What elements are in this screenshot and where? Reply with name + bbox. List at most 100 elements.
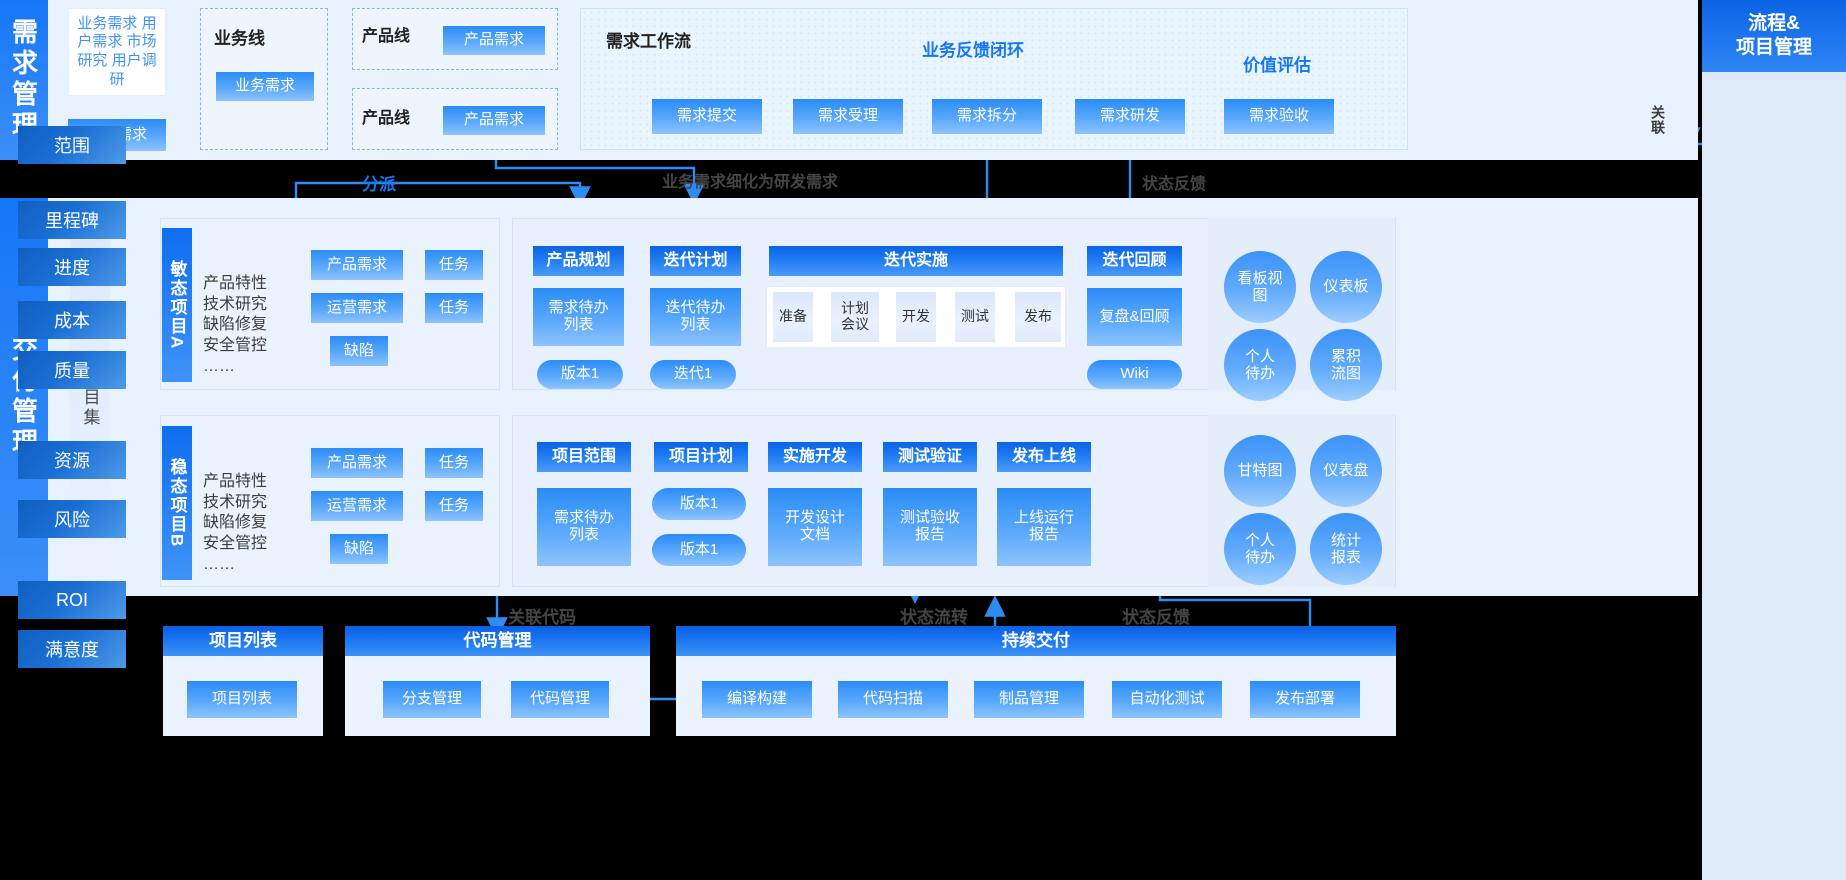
agile-artifact-1[interactable]: 需求待办列表 [533,288,624,346]
agile-pill-iteration[interactable]: 迭代1 [650,360,736,389]
agile-pill-version[interactable]: 版本1 [537,360,623,389]
agile-artifact-3[interactable]: 复盘&回顾 [1087,288,1182,346]
stable-stage-1[interactable]: 项目范围 [537,442,631,472]
agile-source-2[interactable]: 运营需求 [311,293,403,323]
cicd-step-4[interactable]: 自动化测试 [1112,681,1222,718]
sidebar-title: 流程& 项目管理 [1702,0,1846,72]
agile-task-2-label: 任务 [438,298,469,316]
agile-circle-4[interactable]: 累积流图 [1310,329,1382,401]
agile-circle-1[interactable]: 看板视图 [1224,251,1296,323]
agile-stage-3-label: 迭代实施 [883,252,948,270]
stable-artifact-2[interactable]: 开发设计文档 [768,488,862,566]
stable-stage-3[interactable]: 实施开发 [768,442,862,472]
link-code-label: 关联代码 [508,608,576,627]
stable-task-1-label: 任务 [438,453,469,471]
sidebar-item-resource[interactable]: 资源 [18,441,126,479]
agile-source-1[interactable]: 产品需求 [311,250,403,280]
stable-stage-4[interactable]: 测试验证 [883,442,977,472]
stable-circle-1-label: 甘特图 [1237,462,1283,480]
requirement-rail-label: 需求管理 [8,18,39,142]
agile-circle-3[interactable]: 个人待办 [1224,329,1296,401]
stable-artifact-3[interactable]: 测试验收报告 [883,488,977,566]
agile-stage-2[interactable]: 迭代计划 [650,246,741,276]
stable-defect[interactable]: 缺陷 [330,534,388,564]
product-demand-chip-1[interactable]: 产品需求 [443,26,545,55]
business-demand-chip[interactable]: 业务需求 [216,72,314,101]
agile-stage-1-label: 产品规划 [546,252,611,270]
sidebar-item-cost[interactable]: 成本 [18,301,126,339]
workflow-step-3-label: 需求拆分 [956,107,1017,125]
iteration-step-1[interactable]: 准备 [773,292,813,342]
stable-source-2-label: 运营需求 [326,496,387,514]
stable-task-1[interactable]: 任务 [425,448,483,478]
business-line-title: 业务线 [214,29,265,48]
iteration-step-3[interactable]: 开发 [896,292,936,342]
sidebar-item-scope[interactable]: 范围 [18,126,126,164]
agile-artifact-1-label: 需求待办列表 [548,299,609,333]
workflow-step-2[interactable]: 需求受理 [793,99,903,134]
project-list-title: 项目列表 [163,626,323,656]
stable-circle-3[interactable]: 个人待办 [1224,513,1296,585]
stable-stage-5[interactable]: 发布上线 [997,442,1091,472]
project-list-title-label: 项目列表 [209,631,277,651]
cicd-step-1-label: 编译构建 [726,690,787,708]
stable-circle-1[interactable]: 甘特图 [1224,435,1296,507]
workflow-step-1[interactable]: 需求提交 [652,99,762,134]
project-list-item[interactable]: 项目列表 [187,681,297,718]
code-mgmt-item-1[interactable]: 分支管理 [383,681,481,718]
agile-project-rail[interactable]: 敏态项目A [162,228,192,382]
agile-artifact-2[interactable]: 迭代待办列表 [650,288,741,346]
assign-label: 分派 [362,175,396,194]
sidebar-item-satisfaction[interactable]: 满意度 [18,630,126,668]
stable-circle-4-label: 统计报表 [1330,531,1361,566]
requirement-sources-card: 业务需求 用户需求 市场研究 用户调研 [68,8,166,96]
stable-stage-5-label: 发布上线 [1011,448,1076,466]
code-mgmt-title-label: 代码管理 [463,631,532,651]
cicd-step-5[interactable]: 发布部署 [1250,681,1360,718]
stable-task-2[interactable]: 任务 [425,491,483,521]
cicd-step-3[interactable]: 制品管理 [974,681,1084,718]
iteration-step-5[interactable]: 发布 [1015,292,1061,342]
workflow-step-4[interactable]: 需求研发 [1075,99,1185,134]
stable-artifact-4[interactable]: 上线运行报告 [997,488,1091,566]
cicd-step-2[interactable]: 代码扫描 [838,681,948,718]
code-mgmt-title: 代码管理 [345,626,650,656]
agile-stage-1[interactable]: 产品规划 [533,246,624,276]
agile-defect[interactable]: 缺陷 [330,336,388,366]
stable-source-2[interactable]: 运营需求 [311,491,403,521]
sidebar-item-roi[interactable]: ROI [18,581,126,619]
iteration-step-2[interactable]: 计划会议 [831,292,879,342]
stable-project-rail[interactable]: 稳态项目B [162,426,192,580]
stable-stage-2-label: 项目计划 [668,448,733,466]
stable-artifact-1[interactable]: 需求待办列表 [537,488,631,566]
stable-circle-2[interactable]: 仪表盘 [1310,435,1382,507]
cicd-step-1[interactable]: 编译构建 [702,681,812,718]
agile-pill-wiki[interactable]: Wiki [1087,360,1182,389]
agile-task-2[interactable]: 任务 [425,293,483,323]
sidebar-item-progress[interactable]: 进度 [18,248,126,286]
stable-stage-2[interactable]: 项目计划 [654,442,748,472]
agile-task-1[interactable]: 任务 [425,250,483,280]
agile-stage-3[interactable]: 迭代实施 [769,246,1063,276]
agile-circle-2-label: 仪表板 [1323,278,1369,296]
stable-version-2[interactable]: 版本1 [652,534,746,566]
agile-source-2-label: 运营需求 [326,298,387,316]
code-mgmt-item-2[interactable]: 代码管理 [511,681,609,718]
iteration-step-4[interactable]: 测试 [955,292,995,342]
stable-source-1[interactable]: 产品需求 [311,448,403,478]
agile-circle-4-label: 累积流图 [1330,347,1361,382]
sidebar-item-quality[interactable]: 质量 [18,351,126,389]
sidebar-item-risk-label: 风险 [54,510,90,530]
stable-defect-label: 缺陷 [343,539,374,557]
product-demand-chip-2[interactable]: 产品需求 [443,106,545,135]
sidebar-item-milestone[interactable]: 里程碑 [18,201,126,239]
agile-circle-2[interactable]: 仪表板 [1310,251,1382,323]
agile-stage-4[interactable]: 迭代回顾 [1087,246,1182,276]
workflow-step-5[interactable]: 需求验收 [1224,99,1334,134]
stable-circle-4[interactable]: 统计报表 [1310,513,1382,585]
workflow-title: 需求工作流 [606,32,691,51]
workflow-step-3[interactable]: 需求拆分 [932,99,1042,134]
sidebar-item-risk[interactable]: 风险 [18,500,126,538]
stable-version-1[interactable]: 版本1 [652,488,746,520]
agile-stage-2-label: 迭代计划 [663,252,728,270]
